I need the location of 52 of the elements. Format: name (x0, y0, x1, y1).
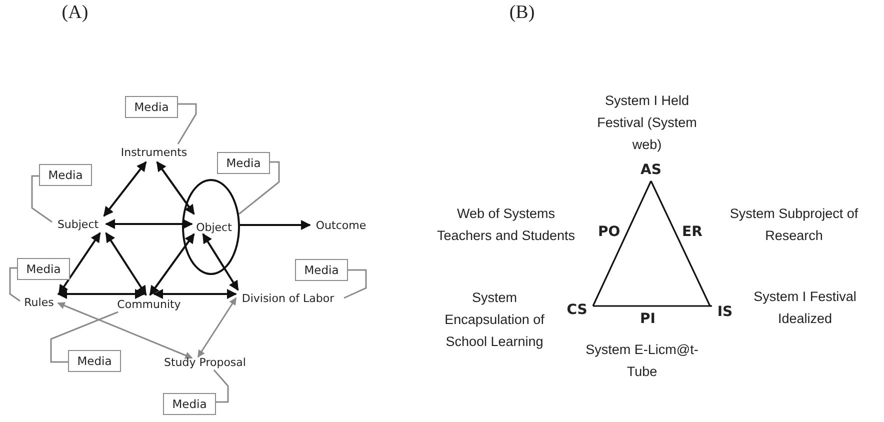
double-arrow (57, 302, 193, 359)
triangle-side (592, 180, 652, 306)
media-box: Media (39, 164, 92, 186)
corner-label: CS (562, 300, 592, 320)
double-arrow (153, 289, 237, 299)
system-description: System I Festival Idealized (752, 288, 858, 328)
object-ellipse (182, 179, 240, 275)
label-letter: (A) (60, 2, 90, 24)
media-box: Media (163, 393, 216, 415)
double-arrow (105, 232, 147, 296)
corner-label: AS (636, 160, 666, 180)
triangle-side (650, 180, 711, 306)
edge-label: PO (598, 224, 620, 240)
system-description: Web of Systems Teachers and Students (436, 205, 576, 245)
media-box: Media (68, 350, 121, 372)
concept-label: Study Proposal (156, 354, 254, 370)
system-description: System Encapsulation of School Learning (444, 289, 546, 351)
double-arrow (197, 297, 237, 358)
double-arrow (103, 161, 147, 217)
leader-line (177, 103, 197, 144)
edge-label: ER (682, 224, 702, 240)
leader-line (9, 267, 20, 302)
arrow (240, 220, 311, 230)
system-description: System I Held Festival (System web) (597, 92, 697, 154)
media-box: Media (217, 152, 270, 174)
concept-label: Instruments (118, 144, 190, 160)
system-description: System Subproject of Research (728, 205, 860, 245)
double-arrow (105, 219, 193, 229)
system-description: System E-Licm@t-Tube (584, 341, 700, 381)
concept-label: Object (196, 220, 232, 234)
edge-label: PI (640, 311, 656, 327)
double-arrow (58, 232, 101, 295)
leader-line (50, 311, 118, 363)
double-arrow (57, 289, 145, 299)
leader-line (213, 370, 229, 403)
media-box: Media (295, 259, 348, 281)
leader-line (344, 269, 367, 299)
concept-label: Community (112, 296, 186, 312)
concept-label: Division of Labor (232, 290, 344, 306)
concept-label: Outcome (310, 217, 372, 233)
label-letter: (B) (508, 2, 536, 24)
double-arrow (156, 161, 195, 215)
double-arrow (149, 233, 195, 296)
corner-label: IS (711, 302, 739, 322)
media-box: Media (17, 258, 70, 280)
concept-label: Subject (52, 216, 104, 232)
media-box: Media (125, 96, 178, 118)
concept-label: Rules (20, 294, 58, 310)
leader-line (31, 175, 52, 223)
triangle-side (593, 305, 712, 307)
double-arrow (202, 233, 239, 291)
leader-line (238, 161, 280, 215)
